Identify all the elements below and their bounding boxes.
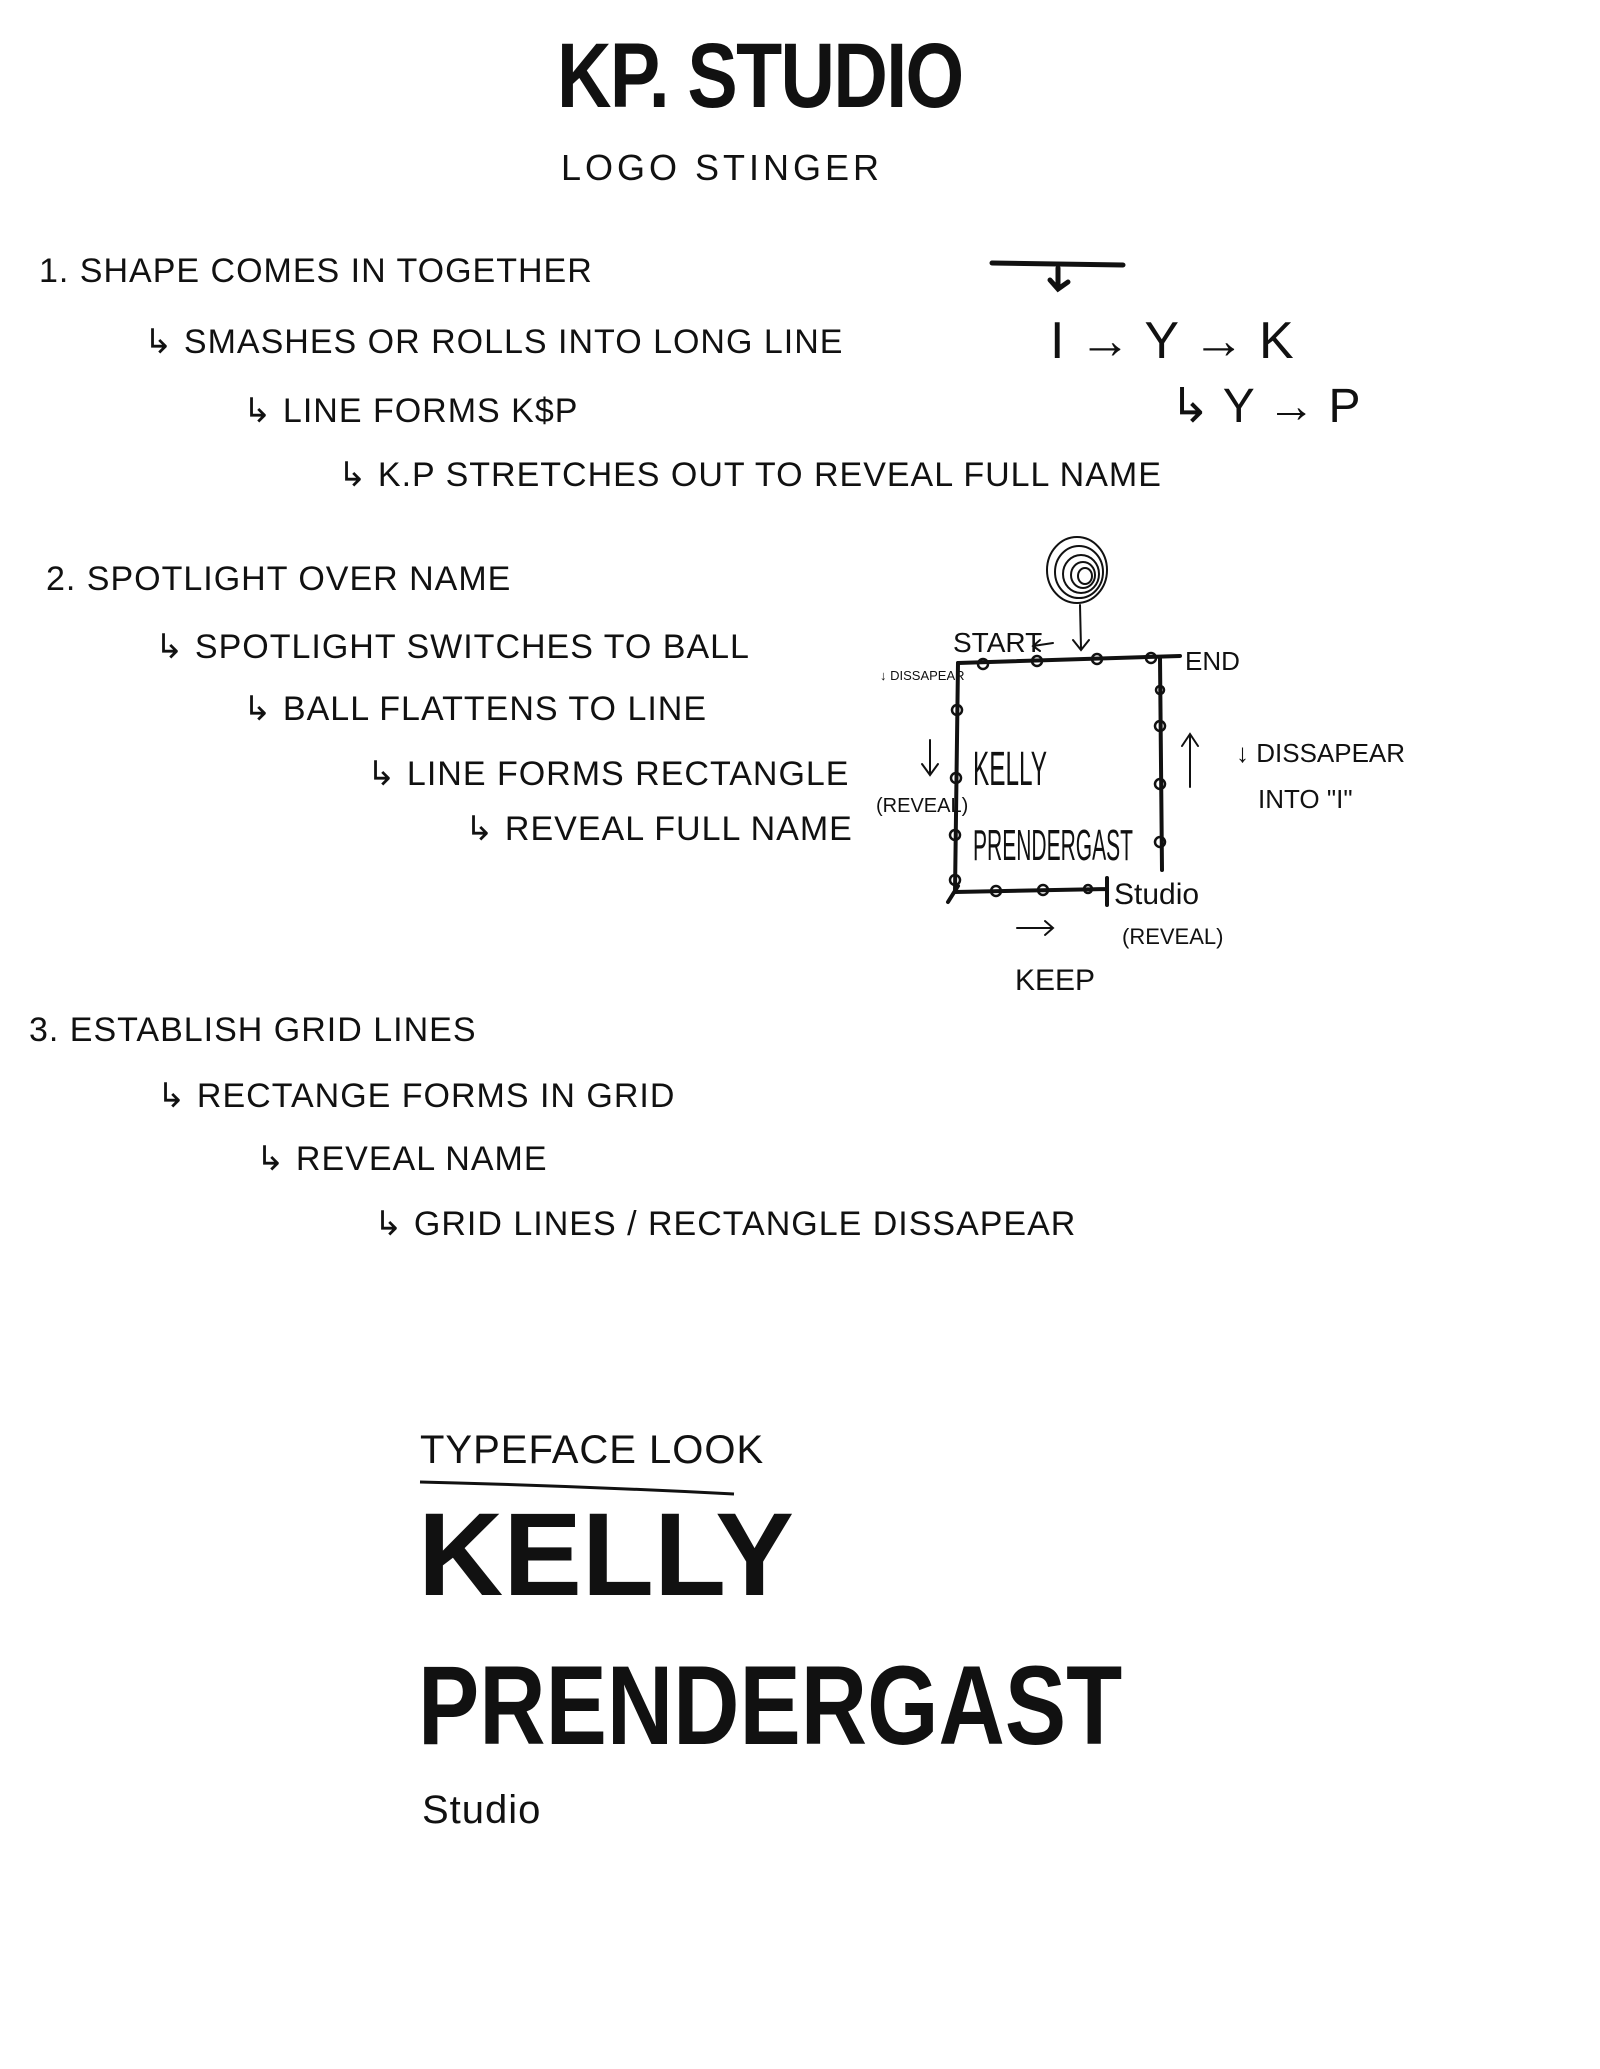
diagram-reveal-bottom: (REVEAL) [1122,924,1223,949]
diagram-keep-label: KEEP [1015,964,1095,997]
diagram-studio: Studio [1114,878,1199,911]
scribble-ball-icon [1046,536,1108,604]
right-arrow-icon [1016,920,1055,936]
down-arrow-icon [1072,604,1090,652]
letter-sketch [989,260,1126,293]
section-1-heading: 1. SHAPE COMES IN TOGETHER [39,252,593,290]
section-3-heading: 3. ESTABLISH GRID LINES [29,1011,477,1049]
section-3-step: ↳ RECTANGE FORMS IN GRID [157,1077,676,1115]
down-arrow-icon [921,739,939,777]
diagram-start-label: START [953,627,1042,658]
long-line [989,260,1126,268]
diagram-reveal-left: (REVEAL) [876,795,968,817]
section-2-step: ↳ BALL FLATTENS TO LINE [243,690,708,728]
diagram-name-kelly: KELLY [973,743,1047,796]
diagram-dissapear-left: ↓ DISSAPEAR [880,668,965,683]
typeface-name-kelly: KELLY [418,1489,794,1621]
diagram-end-label: END [1185,646,1240,676]
section-1-step: ↳ LINE FORMS K$P [243,392,579,430]
section-1-step: ↳ K.P STRETCHES OUT TO REVEAL FULL NAME [338,456,1162,494]
down-arrow-icon [1047,265,1071,293]
section-2-step: ↳ LINE FORMS RECTANGLE [367,755,850,793]
up-arrow-icon [1181,732,1199,788]
typeface-label: TYPEFACE LOOK [420,1428,765,1472]
typeface-underline [419,1480,735,1496]
left-arrow-icon [1031,639,1054,652]
rectangle-top-edge [956,654,1182,665]
rectangle-bottom-edge [946,876,1109,907]
page-title: KP. STUDIO [557,25,964,127]
diagram-name-prendergast: PRENDERGAST [973,821,1133,870]
typeface-studio: Studio [422,1788,542,1832]
diagram-into-i: INTO "I" [1258,784,1353,814]
section-2-step: ↳ REVEAL FULL NAME [465,810,853,848]
section-1-step: ↳ SMASHES OR ROLLS INTO LONG LINE [144,323,844,361]
rectangle-diagram [921,536,1199,936]
section-3-step: ↳ GRID LINES / RECTANGLE DISSAPEAR [374,1205,1077,1243]
letter-sketch-row-1: I → Y → K [1050,312,1294,370]
rectangle-left-edge [953,661,960,894]
typeface-name-prendergast: PRENDERGAST [418,1643,1123,1768]
rectangle-nodes [948,651,1167,898]
section-2-step: ↳ SPOTLIGHT SWITCHES TO BALL [155,628,750,666]
page-subtitle: LOGO STINGER [561,147,884,188]
diagram-dissapear-right: ↓ DISSAPEAR [1236,738,1405,768]
letter-sketch-row-2: ↳ Y → P [1170,380,1361,433]
section-2-heading: 2. SPOTLIGHT OVER NAME [46,560,512,598]
section-3-step: ↳ REVEAL NAME [256,1140,548,1178]
